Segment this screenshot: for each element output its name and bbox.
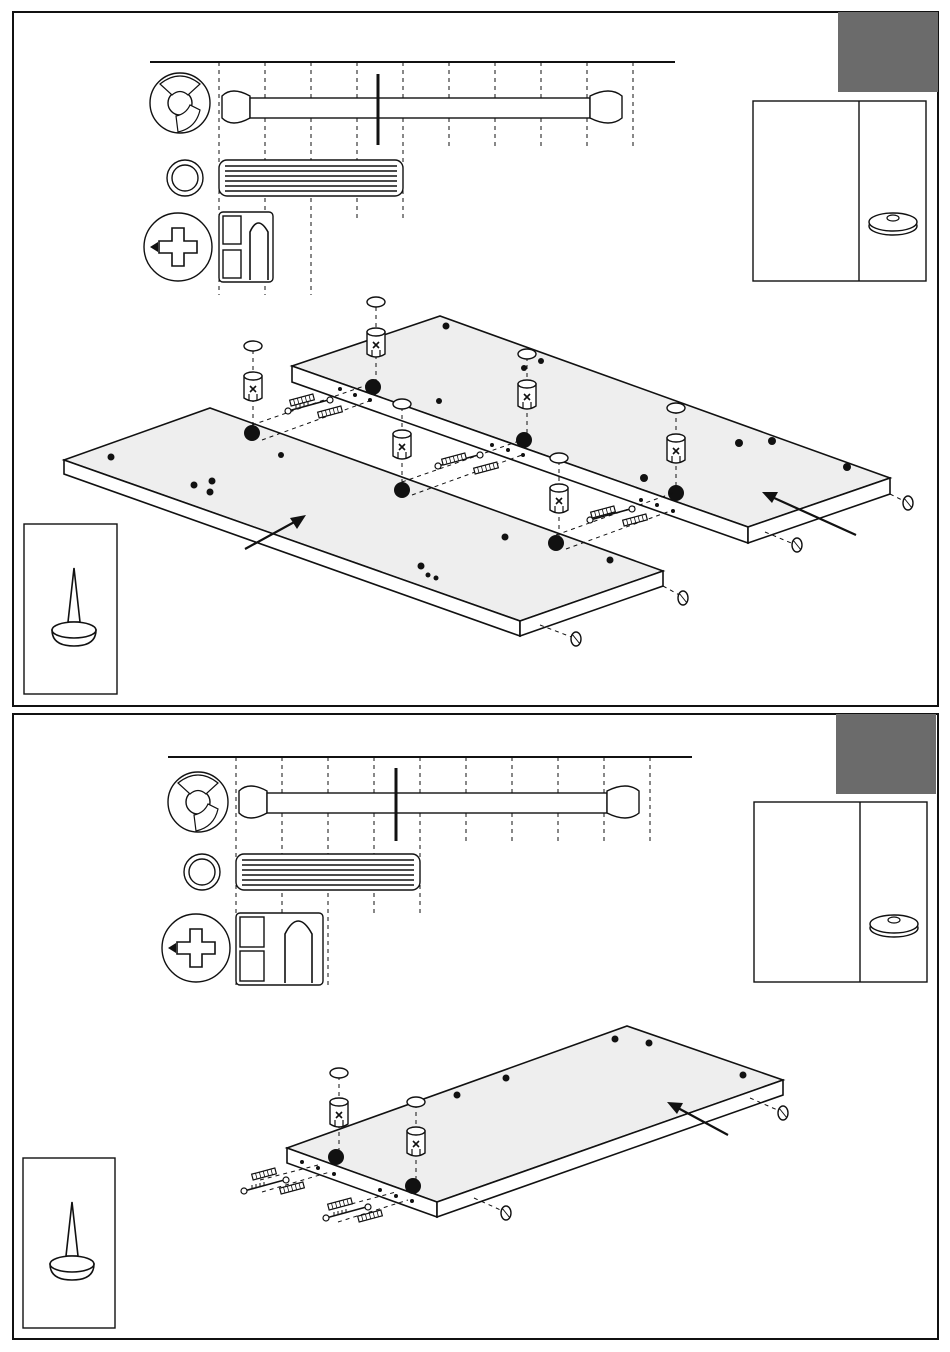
phillips-screwdriver-icon xyxy=(144,213,212,281)
step-badge-1 xyxy=(838,12,938,92)
side-box-1 xyxy=(24,524,117,694)
felt-pad-icon xyxy=(870,915,918,937)
panel-2 xyxy=(287,1026,783,1217)
side-box-2 xyxy=(23,1158,115,1328)
cam-lock-icon xyxy=(168,772,228,832)
felt-pad-icon xyxy=(869,213,917,235)
nail-clip-icon xyxy=(236,913,323,985)
step-badge-2 xyxy=(836,714,936,794)
hardware-scale-1 xyxy=(144,62,675,295)
cam-lock-icon xyxy=(150,73,210,133)
cam-dowel-icon xyxy=(239,768,639,841)
tool-box-2 xyxy=(754,802,927,982)
tool-box-1 xyxy=(753,101,926,281)
hardware-scale-2 xyxy=(162,757,692,988)
phillips-screwdriver-icon xyxy=(162,914,230,982)
cam-dowel-icon xyxy=(222,74,622,145)
nail-clip-icon xyxy=(219,212,273,282)
wood-dowel-icon xyxy=(184,854,420,890)
wood-dowel-icon xyxy=(167,160,403,196)
